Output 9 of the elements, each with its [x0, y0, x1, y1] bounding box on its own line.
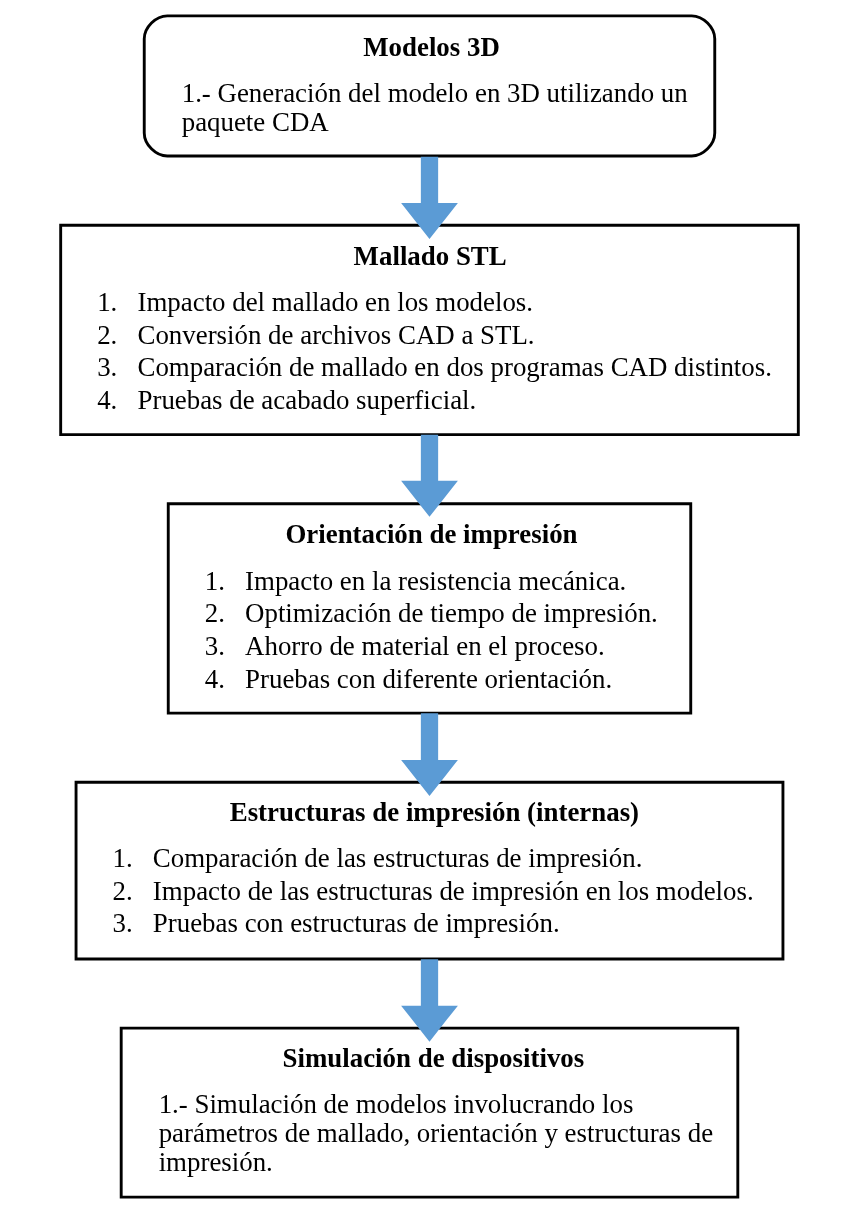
node-box: Estructuras de impresión (internas) 1. Comparación de las estructuras de impresión. 2. Impacto de las estructuras de impresión en los modelos. 3. Pruebas con estructuras de impresión.	[74, 780, 784, 961]
node-box: Orientación de impresión 1. Impacto en la resistencia mecánica. 2. Optimización de tiempo de impresión. 3. Ahorro de material en el proceso. 4. Pruebas con diferente orientación.	[166, 502, 692, 715]
node-box: Modelos 3D 1.- Generación del modelo en 3D utilizando un paquete CDA	[142, 14, 716, 158]
arrow	[400, 713, 458, 796]
arrow	[400, 959, 458, 1042]
arrow	[400, 156, 458, 240]
node-box: Mallado STL 1. Impacto del mallado en los modelos. 2. Conversión de archivos CAD a STL. 3. Comparación de mallado en dos programas CAD distintos. 4. Pruebas de acabado superficial.	[58, 223, 800, 436]
node-box: Simulación de dispositivos 1.- Simulación de modelos involucrando los parámetros de mallado, orientación y estructuras de impresión.	[119, 1026, 739, 1199]
arrow	[400, 434, 458, 517]
